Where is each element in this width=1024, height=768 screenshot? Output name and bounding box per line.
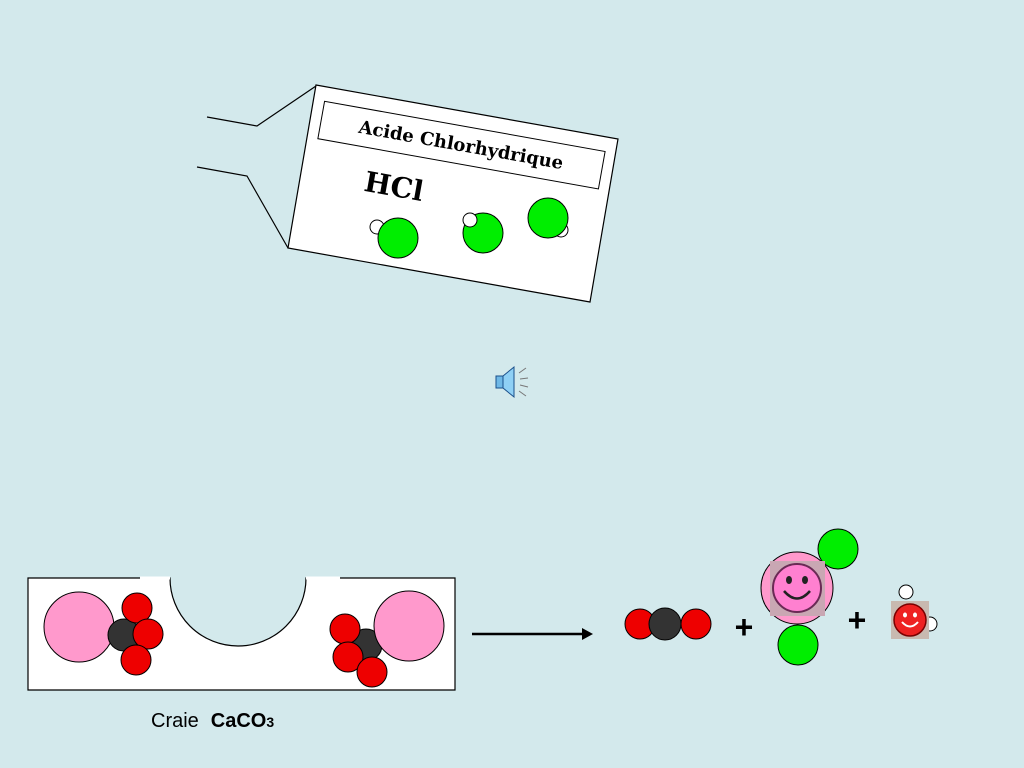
caco3-unit-left [43, 591, 164, 676]
hcl-molecule-2 [462, 212, 504, 254]
calcium-atom [373, 590, 445, 662]
hydrogen-atom [898, 584, 914, 600]
chalk-caption: Craie CaCO3 [151, 710, 274, 732]
oxygen-atom [329, 613, 361, 645]
oxygen-atom [120, 644, 152, 676]
chalk-caption-word: Craie [151, 710, 199, 732]
hcl-bottle: Acide Chlorhydrique HCl [196, 84, 619, 303]
speaker-icon[interactable] [495, 365, 529, 399]
chlorine-atom [817, 528, 859, 570]
chalk-block [27, 576, 456, 691]
oxygen-atom [356, 656, 388, 688]
h2o-molecule [891, 584, 938, 639]
hcl-molecule-1 [369, 217, 419, 259]
smiley-face-icon [770, 561, 825, 616]
bottle-neck-top [206, 85, 317, 127]
reaction-arrow [472, 628, 593, 640]
co2-molecule [624, 607, 712, 641]
chalk-caption-subscript: 3 [266, 714, 274, 730]
plus-sign-2: + [848, 602, 867, 638]
smiley-face-icon [891, 601, 929, 639]
oxygen-atom [680, 608, 712, 640]
oxygen-atom [121, 592, 153, 624]
cacl2-molecule [760, 528, 859, 666]
bottle-neck-bottom [196, 166, 289, 249]
oxygen-atom [332, 641, 364, 673]
chlorine-atom [777, 624, 819, 666]
hcl-molecule-3 [527, 197, 569, 239]
chalk-caption-formula: CaCO [211, 710, 267, 732]
oxygen-atom [132, 618, 164, 650]
carbon-atom [648, 607, 682, 641]
label-frame [317, 100, 606, 190]
hydrogen-atom [462, 212, 478, 228]
plus-sign-1: + [735, 609, 754, 645]
caco3-unit-right [329, 590, 445, 688]
chlorine-atom [527, 197, 569, 239]
calcium-atom [43, 591, 115, 663]
chlorine-atom [377, 217, 419, 259]
